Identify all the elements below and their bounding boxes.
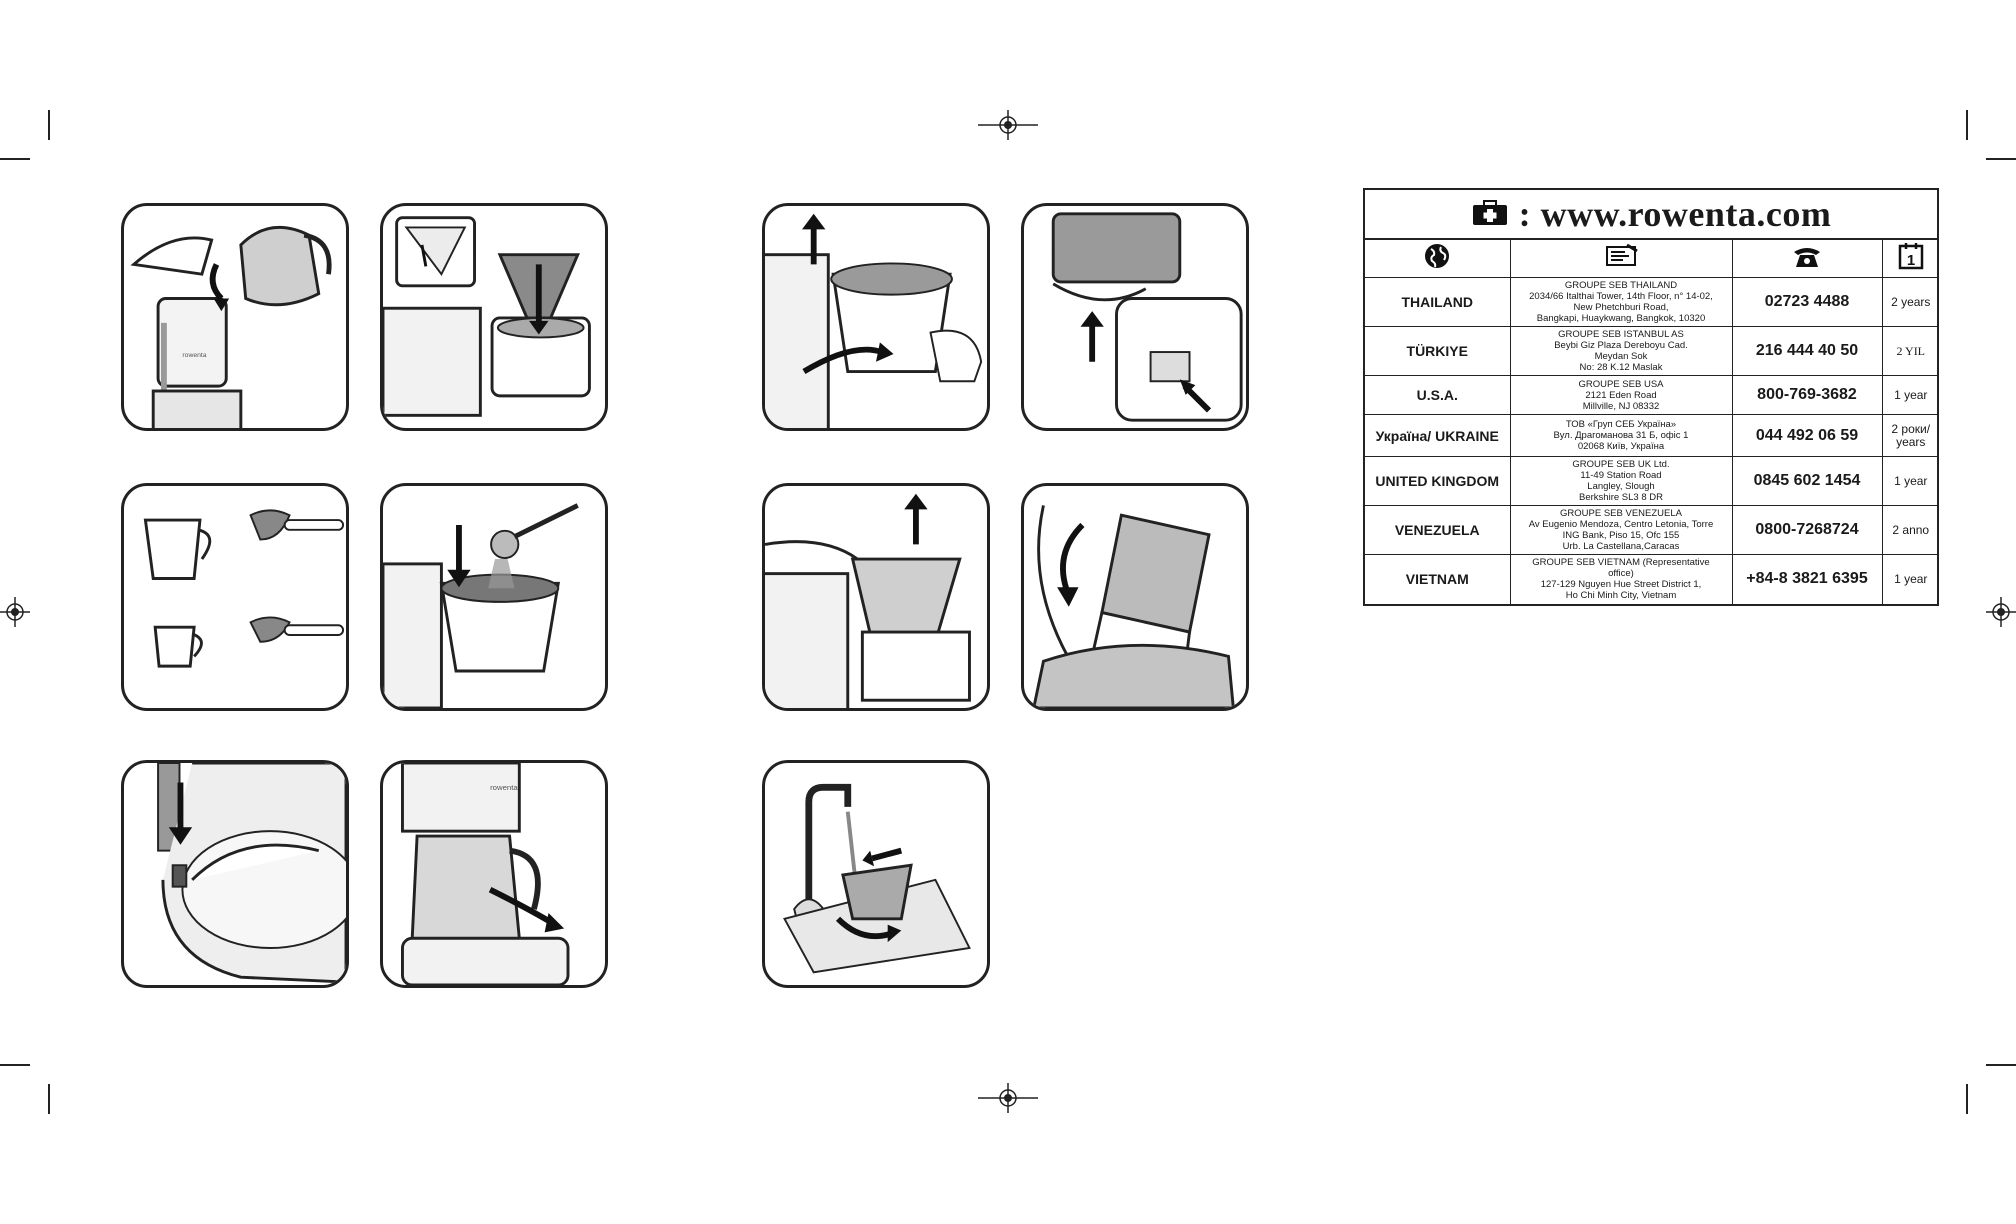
contact-address: GROUPE SEB ISTANBUL AS Beybi Giz Plaza D…: [1509, 326, 1733, 376]
registration-mark-icon: [978, 110, 1038, 140]
contact-phone: +84-8 3821 6395: [1731, 554, 1883, 604]
contact-row: U.S.A.GROUPE SEB USA 2121 Eden Road Mill…: [1365, 375, 1939, 415]
warranty-period: 2 YIL: [1881, 326, 1939, 376]
warranty-period: 1 year: [1881, 554, 1939, 604]
calendar-icon: 1: [1898, 243, 1923, 270]
country-name: THAILAND: [1365, 277, 1511, 327]
warranty-period: 2 роки/ years: [1881, 414, 1939, 457]
warranty-period: 1 year: [1881, 375, 1939, 415]
registration-mark-icon: [978, 1083, 1038, 1113]
crop-mark: [48, 110, 50, 140]
illustration-lift-filter: [762, 483, 990, 711]
illustration-insert-filter: [380, 203, 608, 431]
contact-address: ТОВ «Груп СЕБ Україна» Вул. Драгоманова …: [1509, 414, 1733, 457]
illustration-coffee-dosage: [121, 483, 349, 711]
illustration-fill-water: rowenta: [121, 203, 349, 431]
contact-address: GROUPE SEB UK Ltd. 11-49 Station Road La…: [1509, 456, 1733, 506]
crop-mark: [1966, 1084, 1968, 1114]
website-url: : www.rowenta.com: [1518, 194, 1832, 234]
country-column-header: [1365, 240, 1511, 278]
warranty-period: 2 anno: [1881, 505, 1939, 555]
warranty-period: 1 year: [1881, 456, 1939, 506]
illustration-rinse-filter: [762, 760, 990, 988]
crop-mark: [0, 158, 30, 160]
contact-address: GROUPE SEB USA 2121 Eden Road Millville,…: [1509, 375, 1733, 415]
phone-column-header: [1731, 240, 1883, 278]
globe-icon: [1425, 244, 1450, 268]
country-name: VENEZUELA: [1365, 505, 1511, 555]
crop-mark: [1966, 110, 1968, 140]
country-name: U.S.A.: [1365, 375, 1511, 415]
crop-mark: [1986, 158, 2016, 160]
contact-address: GROUPE SEB THAILAND 2034/66 Italthai Tow…: [1509, 277, 1733, 327]
appliance-label: rowenta: [182, 352, 206, 359]
country-name: UNITED KINGDOM: [1365, 456, 1511, 506]
warranty-column-header: 1: [1881, 240, 1939, 278]
contact-phone: 02723 4488: [1731, 277, 1883, 327]
country-name: TÜRKIYE: [1365, 326, 1511, 376]
appliance-label: rowenta: [490, 783, 518, 792]
contact-phone: 216 444 40 50: [1731, 326, 1883, 376]
column-icon-row: 1: [1365, 240, 1939, 278]
registration-mark-icon: [1986, 597, 2016, 627]
medical-kit-icon: [1472, 200, 1507, 225]
registration-mark-icon: [0, 597, 30, 627]
illustration-remove-filter-holder: [762, 203, 990, 431]
illustration-switch-on: [121, 760, 349, 988]
warranty-period: 2 years: [1881, 277, 1939, 327]
website-header: : www.rowenta.com: [1365, 190, 1937, 240]
telephone-icon: [1794, 248, 1820, 267]
address-icon: [1606, 243, 1638, 266]
illustration-filter-detail: [1021, 203, 1249, 431]
country-name: Україна/ UKRAINE: [1365, 414, 1511, 457]
contact-address: GROUPE SEB VIETNAM (Representative offic…: [1509, 554, 1733, 604]
svg-text:1: 1: [1907, 252, 1915, 269]
contact-phone: 0800-7268724: [1731, 505, 1883, 555]
illustration-empty-filter: [1021, 483, 1249, 711]
illustration-add-coffee: [380, 483, 608, 711]
contact-table: : www.rowenta.com: [1363, 188, 1939, 606]
country-name: VIETNAM: [1365, 554, 1511, 604]
contact-phone: 0845 602 1454: [1731, 456, 1883, 506]
illustration-remove-jug: rowenta: [380, 760, 608, 988]
crop-mark: [0, 1064, 30, 1066]
crop-mark: [1986, 1064, 2016, 1066]
address-column-header: [1509, 240, 1733, 278]
contact-address: GROUPE SEB VENEZUELA Av Eugenio Mendoza,…: [1509, 505, 1733, 555]
contact-phone: 800-769-3682: [1731, 375, 1883, 415]
crop-mark: [48, 1084, 50, 1114]
contact-phone: 044 492 06 59: [1731, 414, 1883, 457]
